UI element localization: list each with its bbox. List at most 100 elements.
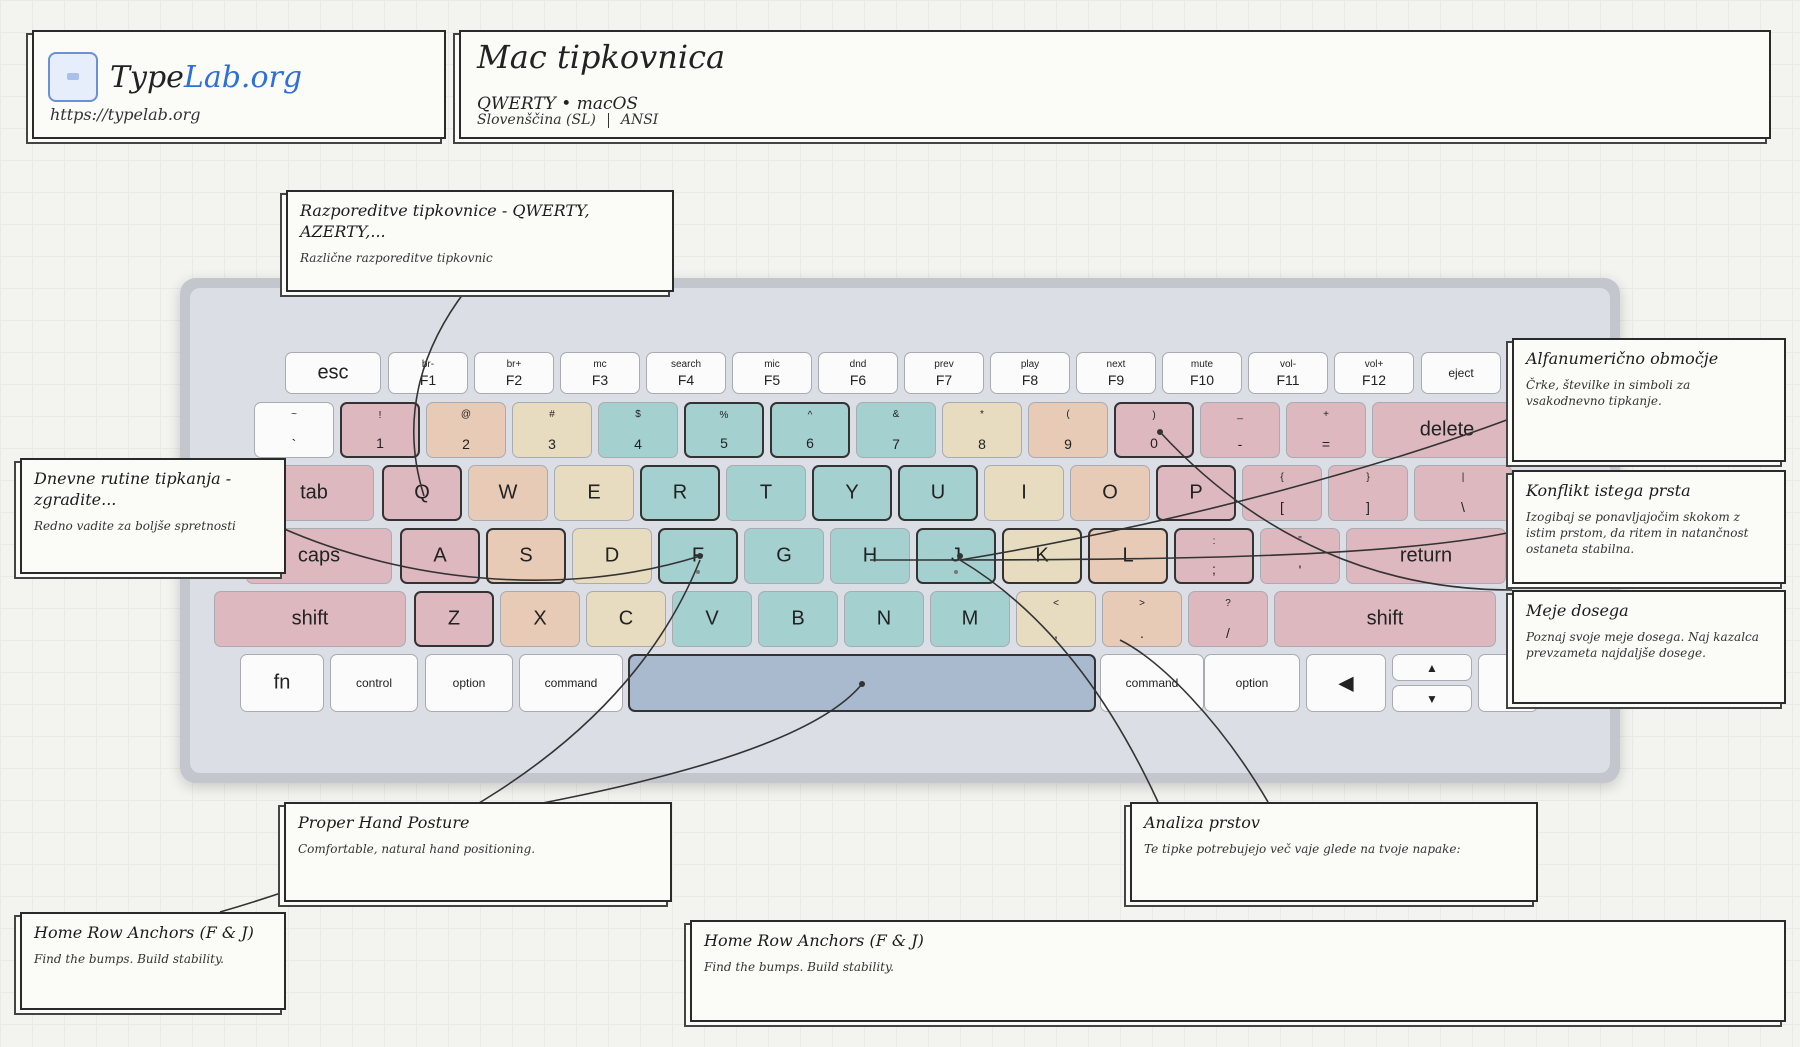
callout-routines: Dnevne rutine tipkanja - zgradite...Redn… — [20, 458, 286, 574]
key-t[interactable]: T — [726, 465, 806, 521]
key-option[interactable]: option — [425, 654, 513, 712]
key-label: . — [1140, 625, 1144, 641]
key-m[interactable]: M — [930, 591, 1010, 647]
key-h[interactable]: H — [830, 528, 910, 584]
arrow-up-key[interactable]: ▲ — [1392, 654, 1472, 681]
key-7[interactable]: &7 — [856, 402, 936, 458]
key-label: 2 — [462, 436, 470, 452]
key-4[interactable]: $4 — [598, 402, 678, 458]
key-b[interactable]: B — [758, 591, 838, 647]
key-s[interactable]: S — [486, 528, 566, 584]
arrow-down-key[interactable]: ▼ — [1392, 685, 1472, 712]
key-shift-left[interactable]: shift — [214, 591, 406, 647]
key-option-right[interactable]: option — [1204, 654, 1300, 712]
key-e[interactable]: E — [554, 465, 634, 521]
key-5[interactable]: %5 — [684, 402, 764, 458]
callout-description: Redno vadite za boljše spretnosti — [34, 519, 236, 533]
key-f12[interactable]: vol+F12 — [1334, 352, 1414, 394]
callout-layouts: Razporeditve tipkovnice - QWERTY, AZERTY… — [286, 190, 674, 292]
key-shift-symbol: + — [1323, 409, 1329, 420]
key-shift-symbol: vol- — [1279, 359, 1297, 370]
callout-title: Alfanumerično območje — [1526, 349, 1719, 368]
key-f1[interactable]: br-F1 — [388, 352, 468, 394]
callout-title: Razporeditve tipkovnice - QWERTY, AZERTY… — [300, 201, 590, 241]
key-label: E — [587, 481, 601, 504]
key-esc[interactable]: esc — [285, 352, 381, 394]
key-p[interactable]: P — [1156, 465, 1236, 521]
key-w[interactable]: W — [468, 465, 548, 521]
key-l[interactable]: L — [1088, 528, 1168, 584]
key-eject[interactable]: eject — [1421, 352, 1501, 394]
key-q[interactable]: Q — [382, 465, 462, 521]
callout-title: Meje dosega — [1526, 601, 1629, 620]
key-r[interactable]: R — [640, 465, 720, 521]
key-6[interactable]: ^6 — [770, 402, 850, 458]
key-sym[interactable]: _- — [1200, 402, 1280, 458]
key-symbol-bottom-0[interactable]: <, — [1016, 591, 1096, 647]
key-d[interactable]: D — [572, 528, 652, 584]
key-command-right[interactable]: command — [1100, 654, 1204, 712]
key-backtick[interactable]: ~` — [254, 402, 334, 458]
logo-name-accent: Lab.org — [183, 60, 303, 95]
key-symbol-2[interactable]: |\ — [1414, 465, 1512, 521]
key-0[interactable]: )0 — [1114, 402, 1194, 458]
key-c[interactable]: C — [586, 591, 666, 647]
analysis-connector-2 — [1119, 639, 1269, 803]
key-symbol-0[interactable]: {[ — [1242, 465, 1322, 521]
key-symbol-home-1[interactable]: "' — [1260, 528, 1340, 584]
title-card: Mac tipkovnica QWERTY • macOS Slovenščin… — [459, 30, 1771, 139]
key-fn[interactable]: fn — [240, 654, 324, 712]
key-x[interactable]: X — [500, 591, 580, 647]
key-2[interactable]: @2 — [426, 402, 506, 458]
key-o[interactable]: O — [1070, 465, 1150, 521]
key-symbol-bottom-1[interactable]: >. — [1102, 591, 1182, 647]
key-v[interactable]: V — [672, 591, 752, 647]
key-label: 6 — [806, 435, 814, 451]
key-label: [ — [1280, 499, 1284, 515]
key-shift-symbol: % — [719, 410, 729, 421]
key-f2[interactable]: br+F2 — [474, 352, 554, 394]
key-8[interactable]: *8 — [942, 402, 1022, 458]
key-9[interactable]: (9 — [1028, 402, 1108, 458]
key-sym[interactable]: += — [1286, 402, 1366, 458]
key-i[interactable]: I — [984, 465, 1064, 521]
key-shift-right[interactable]: shift — [1274, 591, 1496, 647]
key-z[interactable]: Z — [414, 591, 494, 647]
logo-url[interactable]: https://typelab.org — [50, 105, 201, 124]
key-delete[interactable]: delete — [1372, 402, 1522, 458]
key-n[interactable]: N — [844, 591, 924, 647]
language-label: Slovenščina (SL) — [477, 112, 596, 128]
key-command[interactable]: command — [519, 654, 623, 712]
key-label: F10 — [1189, 372, 1215, 388]
key-shift-symbol: ~ — [291, 409, 297, 420]
home-bump-icon — [696, 570, 700, 574]
key-3[interactable]: #3 — [512, 402, 592, 458]
page-title: Mac tipkovnica — [477, 38, 726, 76]
key-label: 0 — [1150, 435, 1158, 451]
key-label: F7 — [935, 372, 953, 388]
key-u[interactable]: U — [898, 465, 978, 521]
arrow-left-key[interactable]: ◀ — [1306, 654, 1386, 712]
key-g[interactable]: G — [744, 528, 824, 584]
key-shift-symbol: & — [892, 409, 900, 420]
key-control[interactable]: control — [330, 654, 418, 712]
key-k[interactable]: K — [1002, 528, 1082, 584]
key-1[interactable]: !1 — [340, 402, 420, 458]
key-f11[interactable]: vol-F11 — [1248, 352, 1328, 394]
key-a[interactable]: A — [400, 528, 480, 584]
key-symbol-bottom-2[interactable]: ?/ — [1188, 591, 1268, 647]
key-label: F1 — [419, 372, 437, 388]
callout-anchors-left: Home Row Anchors (F & J)Find the bumps. … — [20, 912, 286, 1010]
callout-title: Home Row Anchors (F & J) — [34, 923, 254, 942]
logo-name[interactable]: TypeLab.org — [110, 60, 302, 95]
key-y[interactable]: Y — [812, 465, 892, 521]
key-label: shift — [1366, 607, 1404, 630]
